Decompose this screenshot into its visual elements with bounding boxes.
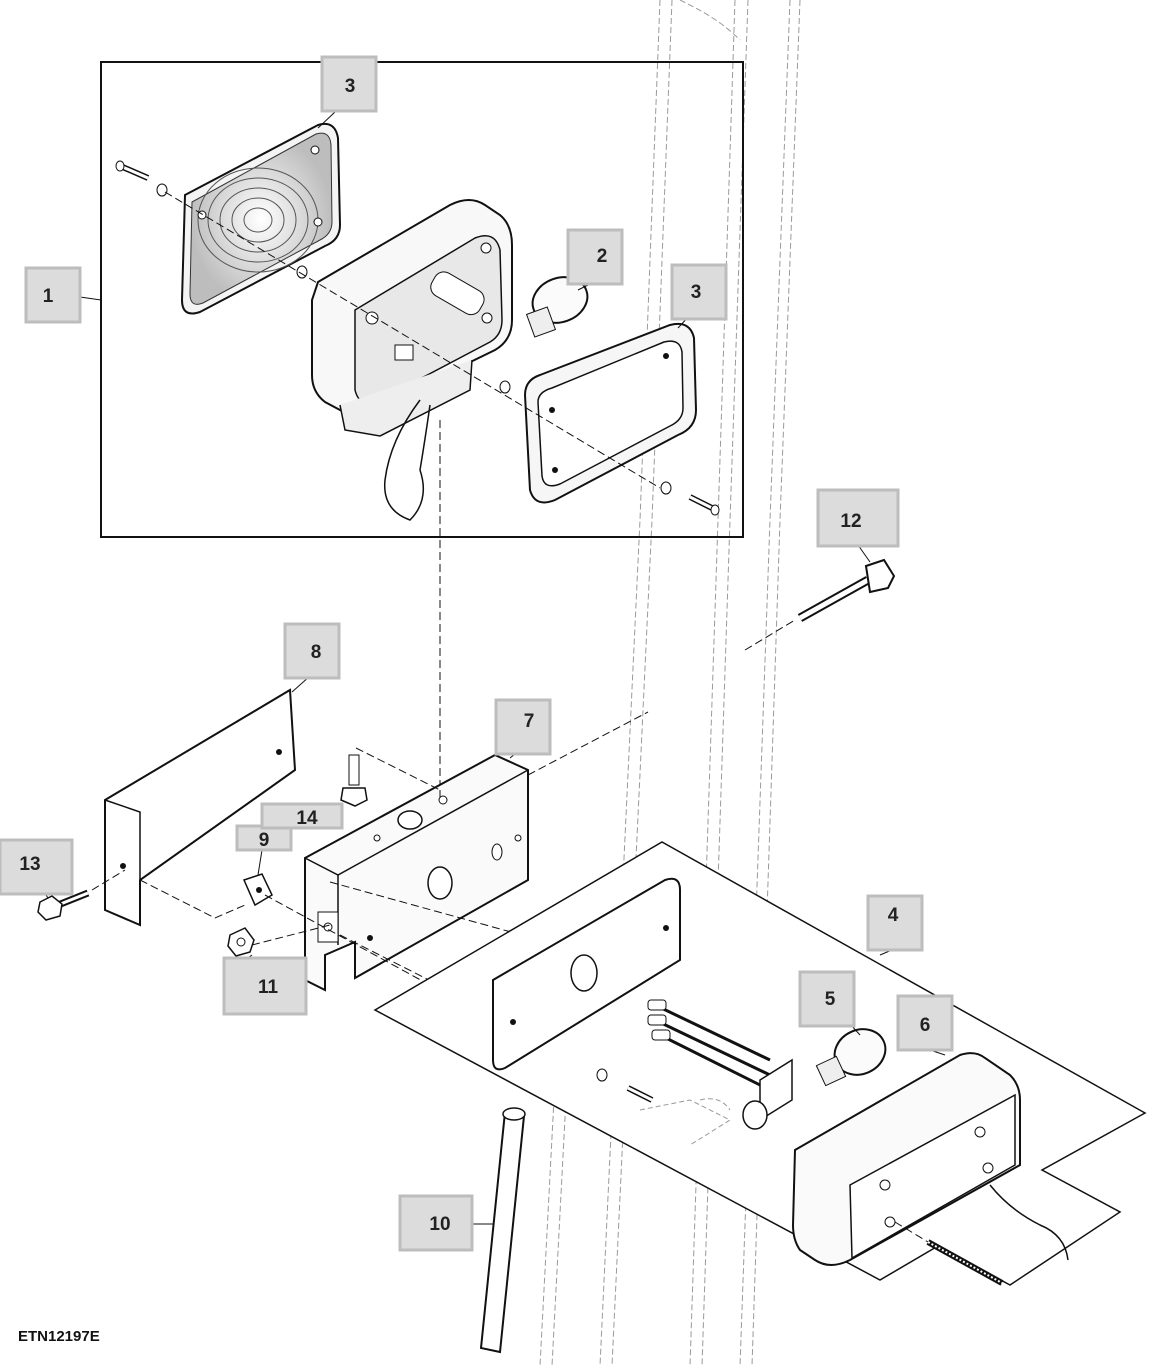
svg-text:13: 13 <box>19 854 40 875</box>
lamp-bulb <box>525 276 589 338</box>
callout-10: 10 <box>398 1194 474 1252</box>
callout-8: 8 <box>283 622 341 680</box>
svg-text:12: 12 <box>840 511 861 532</box>
callout-3-top: 3 <box>320 55 378 113</box>
svg-text:8: 8 <box>311 642 322 663</box>
bracket-7 <box>304 753 529 992</box>
callout-6: 6 <box>896 994 954 1052</box>
front-lens <box>180 122 342 315</box>
bolt-12 <box>744 558 896 651</box>
svg-text:6: 6 <box>920 1015 931 1036</box>
callout-1: 1 <box>24 266 82 324</box>
callout-9: 9 <box>235 824 293 852</box>
svg-text:10: 10 <box>429 1214 450 1235</box>
svg-text:3: 3 <box>345 76 356 97</box>
callout-7: 7 <box>494 698 552 756</box>
svg-text:7: 7 <box>524 711 535 732</box>
figure-id: ETN12197E <box>18 1328 100 1345</box>
gasket-screw <box>660 481 720 516</box>
callout-11: 11 <box>222 956 308 1016</box>
svg-text:3: 3 <box>691 282 702 303</box>
bolt-14 <box>340 747 441 807</box>
bulb-5 <box>815 1028 887 1087</box>
callout-12: 12 <box>816 488 900 548</box>
bolt-13 <box>37 889 90 921</box>
svg-text:5: 5 <box>825 989 836 1010</box>
panel-screw <box>596 1068 654 1103</box>
nut-11 <box>227 927 255 957</box>
callouts: 1 2 3 3 4 5 6 7 <box>0 55 954 1252</box>
callout-5: 5 <box>798 970 856 1028</box>
housing-6 <box>791 1052 1069 1286</box>
socket-harness <box>647 999 793 1130</box>
svg-text:1: 1 <box>43 286 54 307</box>
svg-text:14: 14 <box>296 808 318 829</box>
callout-2: 2 <box>566 228 624 286</box>
svg-text:11: 11 <box>258 977 279 998</box>
lamp-assembly <box>115 122 720 800</box>
callout-14: 14 <box>260 802 344 830</box>
lens-screw-left <box>115 160 168 197</box>
svg-text:2: 2 <box>597 246 608 267</box>
clip-nut-9 <box>242 873 273 907</box>
callout-3-right: 3 <box>670 263 728 321</box>
callout-13: 13 <box>0 838 74 896</box>
rear-gasket <box>523 322 698 504</box>
lamp-housing <box>311 199 513 521</box>
callout-4: 4 <box>866 894 924 952</box>
mounting-plate <box>492 877 681 1071</box>
svg-text:9: 9 <box>259 830 270 851</box>
svg-text:4: 4 <box>888 905 899 926</box>
tube-10 <box>479 1107 526 1354</box>
